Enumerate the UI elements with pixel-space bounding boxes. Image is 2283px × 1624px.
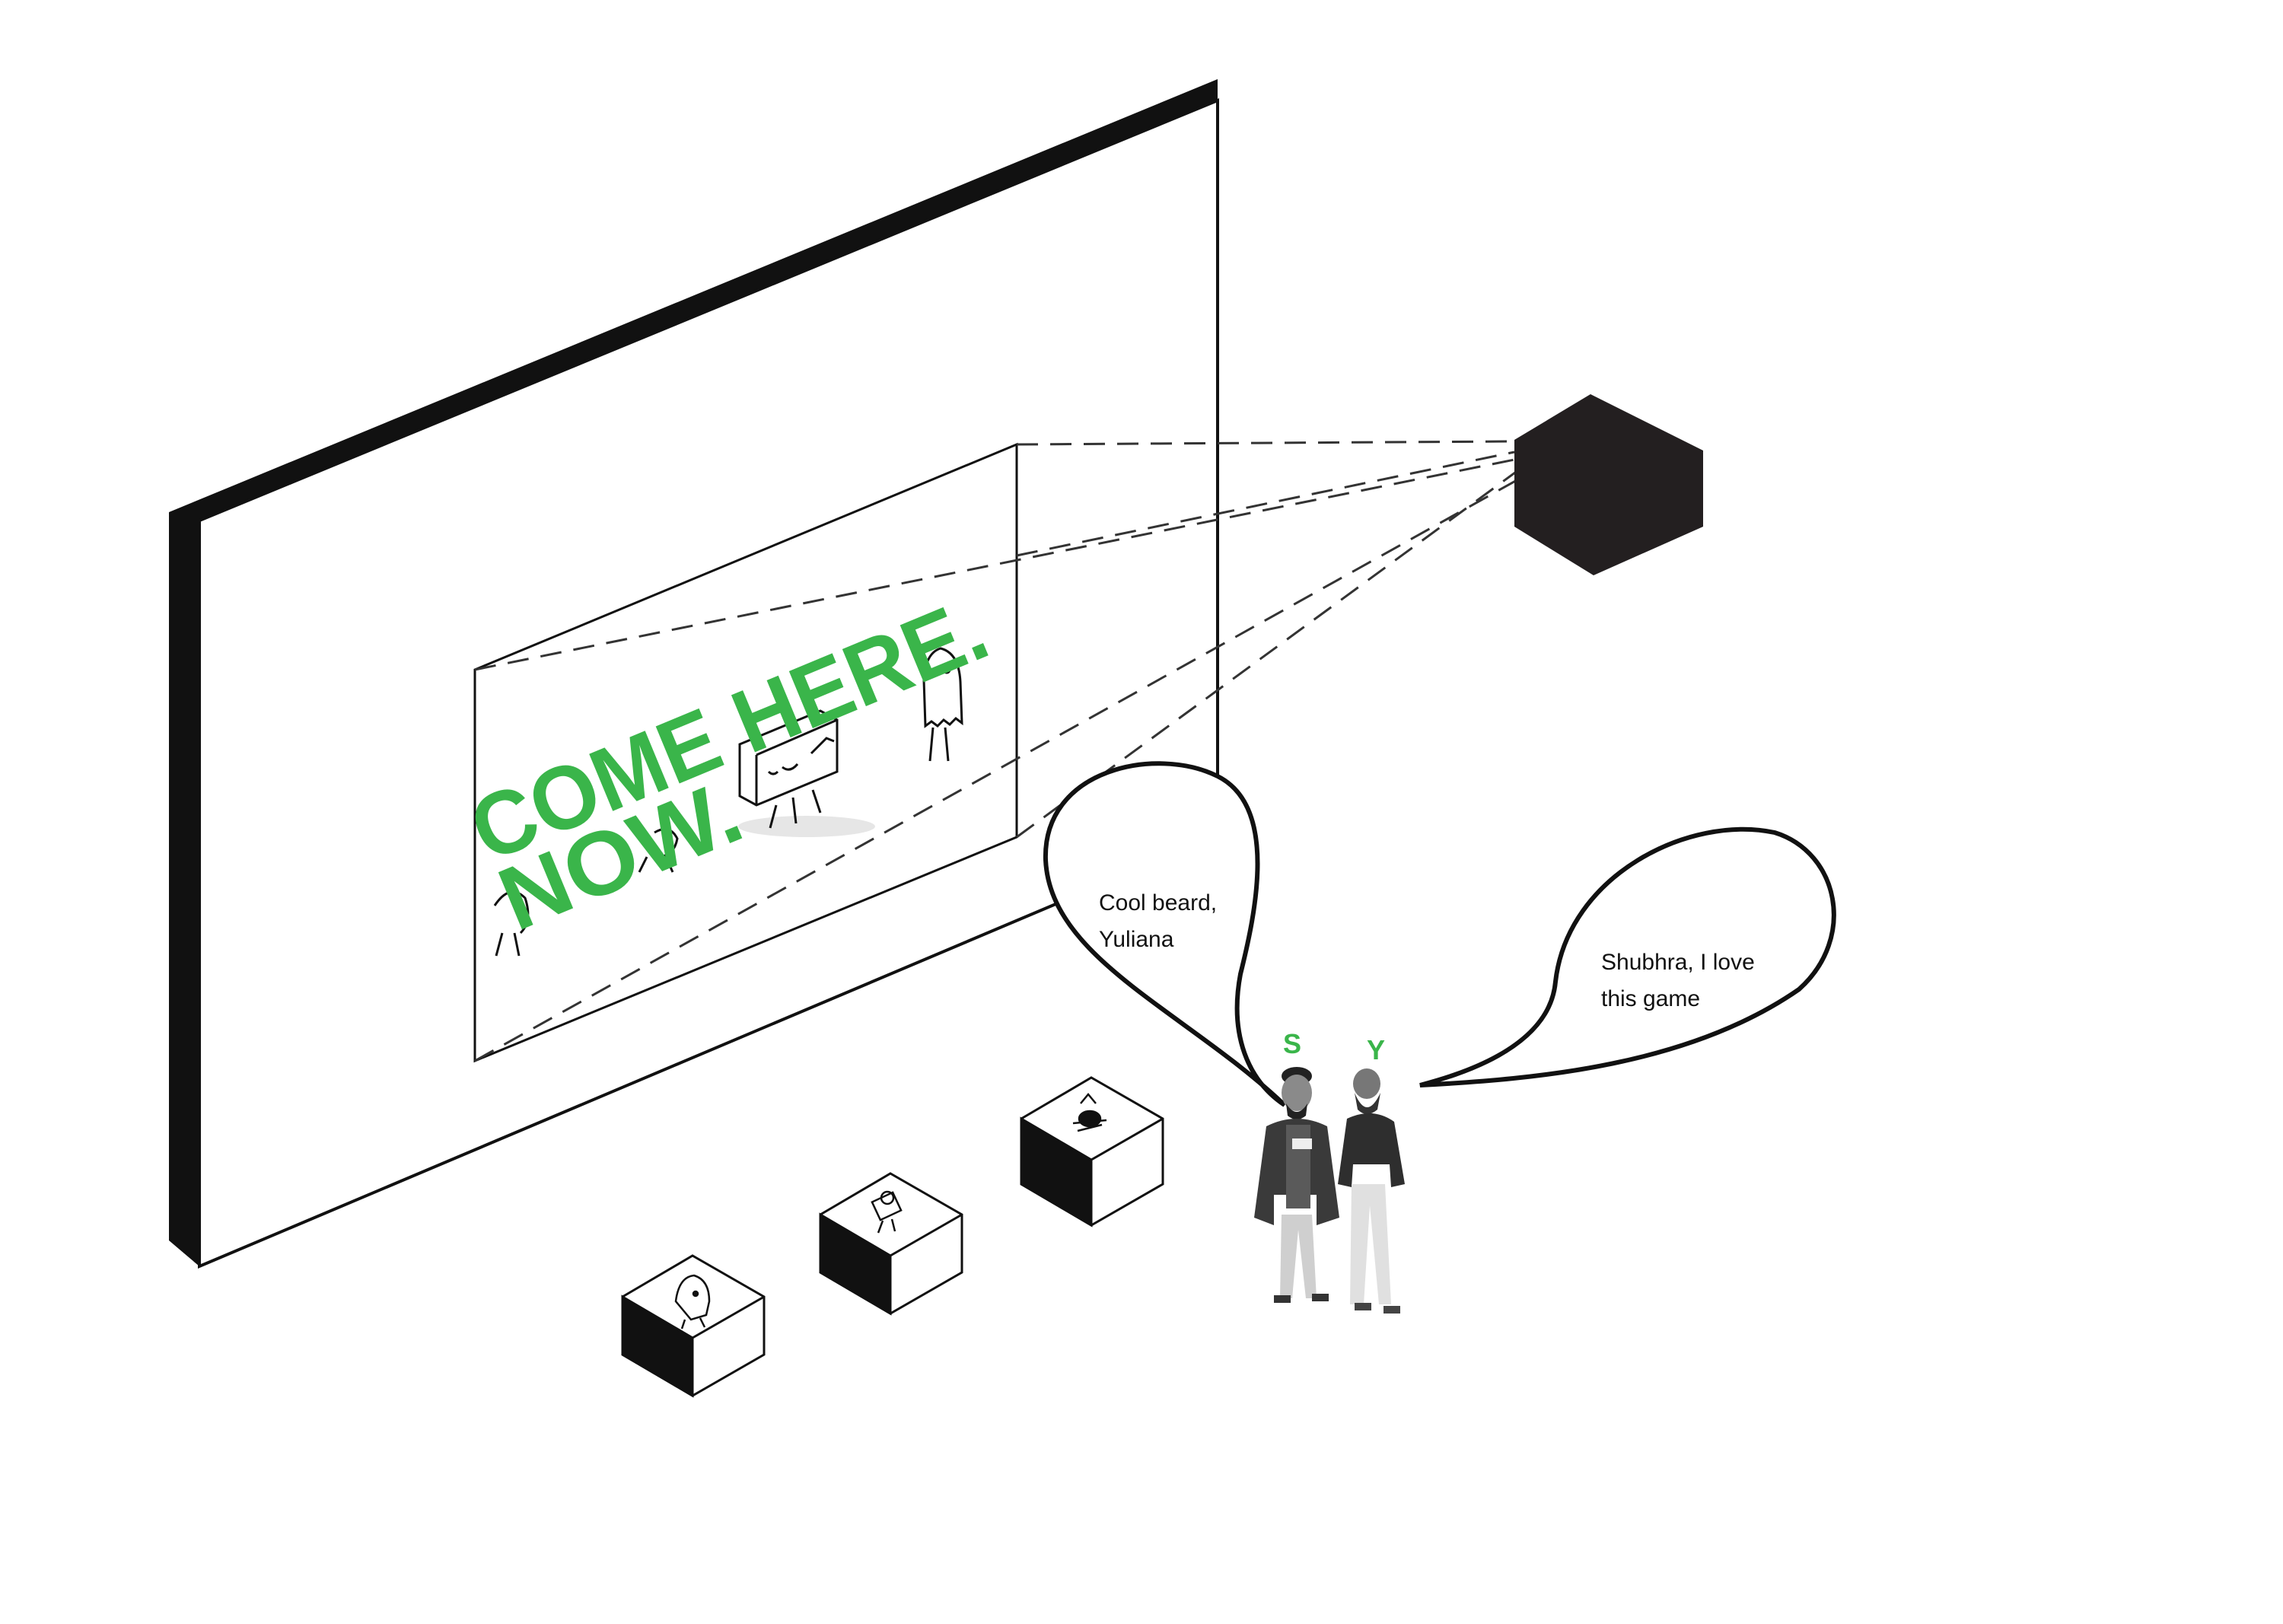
- speech-bubble-y: Shubhra, I love this game: [1419, 826, 1836, 1087]
- person-label-s: S: [1283, 1028, 1301, 1059]
- person-y: [1338, 1068, 1405, 1314]
- controller-box-2[interactable]: [819, 1172, 963, 1316]
- controller-box-3[interactable]: [1020, 1076, 1164, 1228]
- projector-icon: [1514, 394, 1703, 575]
- speech-s-line1: Cool beard,: [1099, 890, 1217, 915]
- speech-s-line2: Yuliana: [1099, 927, 1174, 952]
- speech-bubble-s: Cool beard, Yuliana: [1043, 761, 1287, 1107]
- camera-doodle-icon: [871, 1190, 903, 1234]
- speech-y-line2: this game: [1601, 986, 1700, 1011]
- doodle-box-character: [738, 709, 839, 829]
- doodle-tall-character: [922, 647, 963, 762]
- controller-box-1[interactable]: [621, 1254, 766, 1398]
- person-s: [1254, 1067, 1339, 1303]
- ghost-doodle-icon: [674, 1274, 711, 1329]
- speech-y-line1: Shubhra, I love: [1601, 950, 1755, 975]
- spider-doodle-icon: [1072, 1093, 1107, 1132]
- shadow-blob: [738, 816, 875, 837]
- person-label-y: Y: [1367, 1034, 1385, 1065]
- doodle-left-characters: [493, 828, 679, 957]
